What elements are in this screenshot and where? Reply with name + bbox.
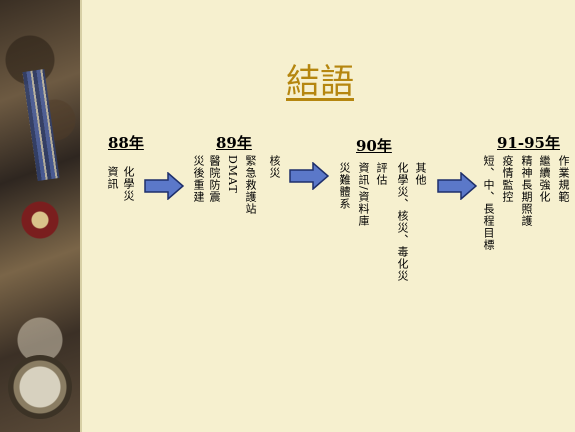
slide-title: 結語 bbox=[286, 62, 354, 102]
year-90-heading: 90年 bbox=[356, 137, 392, 155]
y90-col-3: 評估 bbox=[375, 162, 388, 186]
y89-col-2: 醫院防震 bbox=[208, 155, 221, 203]
decorative-medal-image bbox=[0, 0, 80, 432]
arrow-right-icon bbox=[144, 172, 184, 200]
y90-col-4: 化學災、核災、毒化災 bbox=[396, 162, 409, 282]
compass-decoration bbox=[8, 355, 72, 419]
y91-col-5: 作業規範 bbox=[557, 155, 570, 203]
y90-col-5: 其他 bbox=[414, 162, 427, 186]
medal-cross-decoration bbox=[10, 190, 70, 250]
y91-col-1: 短、中、長程目標 bbox=[482, 155, 495, 251]
y91-col-3: 精神長期照護 bbox=[520, 155, 533, 227]
year-91-95-heading: 91-95年 bbox=[497, 134, 560, 152]
y90-col-1: 災難體系 bbox=[338, 162, 351, 210]
y89-col-3: DMAT bbox=[226, 155, 239, 194]
y91-col-2: 疫情監控 bbox=[501, 155, 514, 203]
y91-col-4: 繼續強化 bbox=[538, 155, 551, 203]
y89-col-5: 核災 bbox=[268, 155, 281, 179]
y90-col-2: 資訊/資料庫 bbox=[357, 162, 370, 227]
slide-content-area bbox=[80, 0, 575, 432]
ribbon-decoration bbox=[22, 69, 60, 181]
y89-col-4: 緊急救護站 bbox=[244, 155, 257, 215]
content-divider bbox=[80, 0, 82, 432]
arrow-right-icon bbox=[437, 172, 477, 200]
y89-col-1: 災後重建 bbox=[192, 155, 205, 203]
y88-col-1: 資訊 bbox=[106, 166, 119, 190]
arrow-right-icon bbox=[289, 162, 329, 190]
year-88-heading: 88年 bbox=[108, 134, 144, 152]
year-89-heading: 89年 bbox=[216, 134, 252, 152]
y88-col-2: 化學災 bbox=[122, 166, 135, 202]
